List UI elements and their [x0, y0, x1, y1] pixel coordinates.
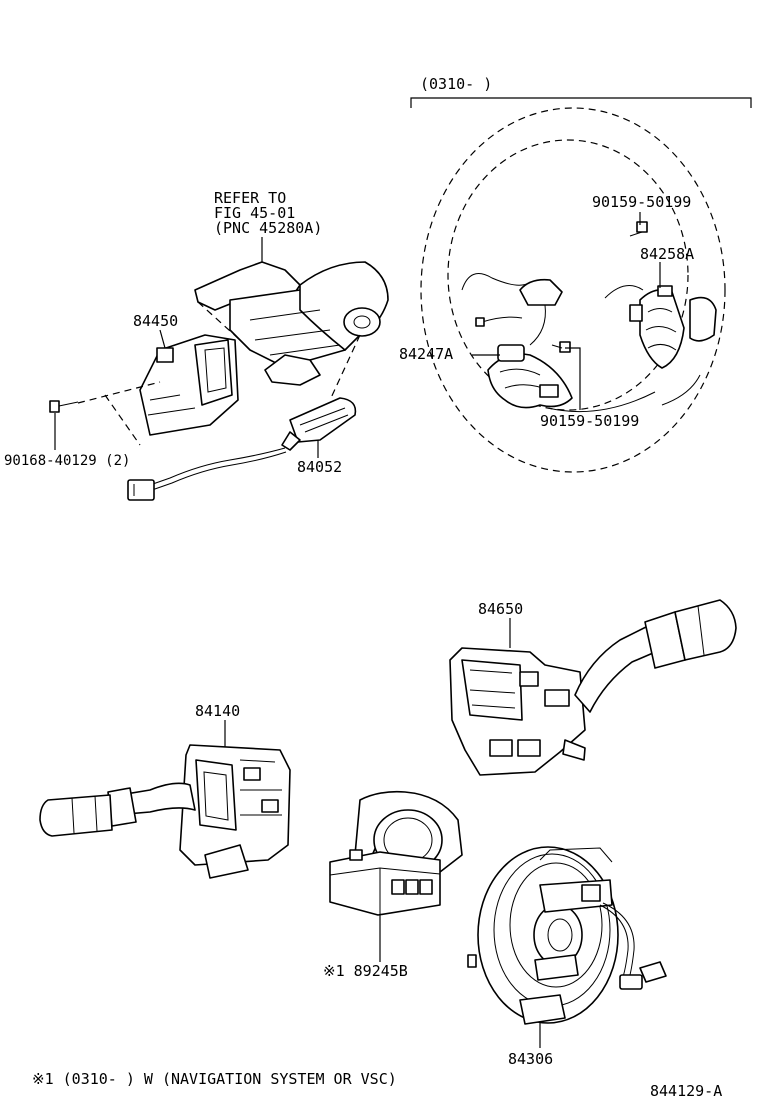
label-84247A: 84247A — [399, 345, 453, 363]
steering-wheel-inner-rim — [447, 139, 689, 411]
date-range-bracket — [410, 97, 752, 108]
screw-90159-top — [629, 221, 648, 237]
label-89245B: ※1 89245B — [323, 962, 408, 980]
steering-switch-right-84258A — [629, 285, 685, 369]
refer-note-line-3: (PNC 45280A) — [214, 219, 322, 237]
sensor-89245B: ※1 89245B — [323, 790, 463, 980]
key-light-84052 — [127, 397, 357, 501]
steering-column-group: REFER TO FIG 45-01 (PNC 45280A) — [4, 189, 389, 501]
date-range-bracket-label: (0310- ) — [420, 75, 492, 93]
label-84650: 84650 — [478, 600, 523, 618]
mounting-dashed-lines — [77, 301, 361, 446]
spiral-cable-84306: 84306 — [467, 846, 667, 1068]
label-90168-40129: 90168-40129 (2) — [4, 453, 130, 469]
label-84258A: 84258A — [640, 245, 694, 263]
steering-wheel-spoke-lines — [461, 273, 644, 299]
label-84052: 84052 — [297, 458, 342, 476]
label-90159-50199-bottom: 90159-50199 — [540, 412, 639, 430]
label-84306: 84306 — [508, 1050, 553, 1068]
screw-90159-bottom — [551, 341, 571, 353]
steering-wheel-outer-rim — [420, 107, 726, 473]
steering-switch-left-84247A — [475, 278, 573, 409]
label-84450: 84450 — [133, 312, 178, 330]
refer-note-line-1: REFER TO — [214, 189, 286, 207]
steering-column-housing — [194, 261, 389, 386]
label-84140: 84140 — [195, 702, 240, 720]
footnote: ※1 (0310- ) W (NAVIGATION SYSTEM OR VSC) — [32, 1070, 397, 1088]
steering-wheel-right-bezel — [689, 296, 717, 342]
figure-code: 844129-A — [650, 1082, 722, 1100]
wiper-switch-84650: 84650 — [449, 599, 737, 776]
refer-note-line-2: FIG 45-01 — [214, 204, 295, 222]
turn-signal-switch-84140: 84140 — [39, 702, 291, 879]
steering-wheel-group: (0310- ) — [399, 75, 752, 473]
label-90159-50199-top: 90159-50199 — [592, 193, 691, 211]
screw-90168 — [49, 400, 79, 450]
ignition-switch-84450 — [139, 334, 239, 436]
steering-wheel-lower-curve — [547, 374, 701, 413]
